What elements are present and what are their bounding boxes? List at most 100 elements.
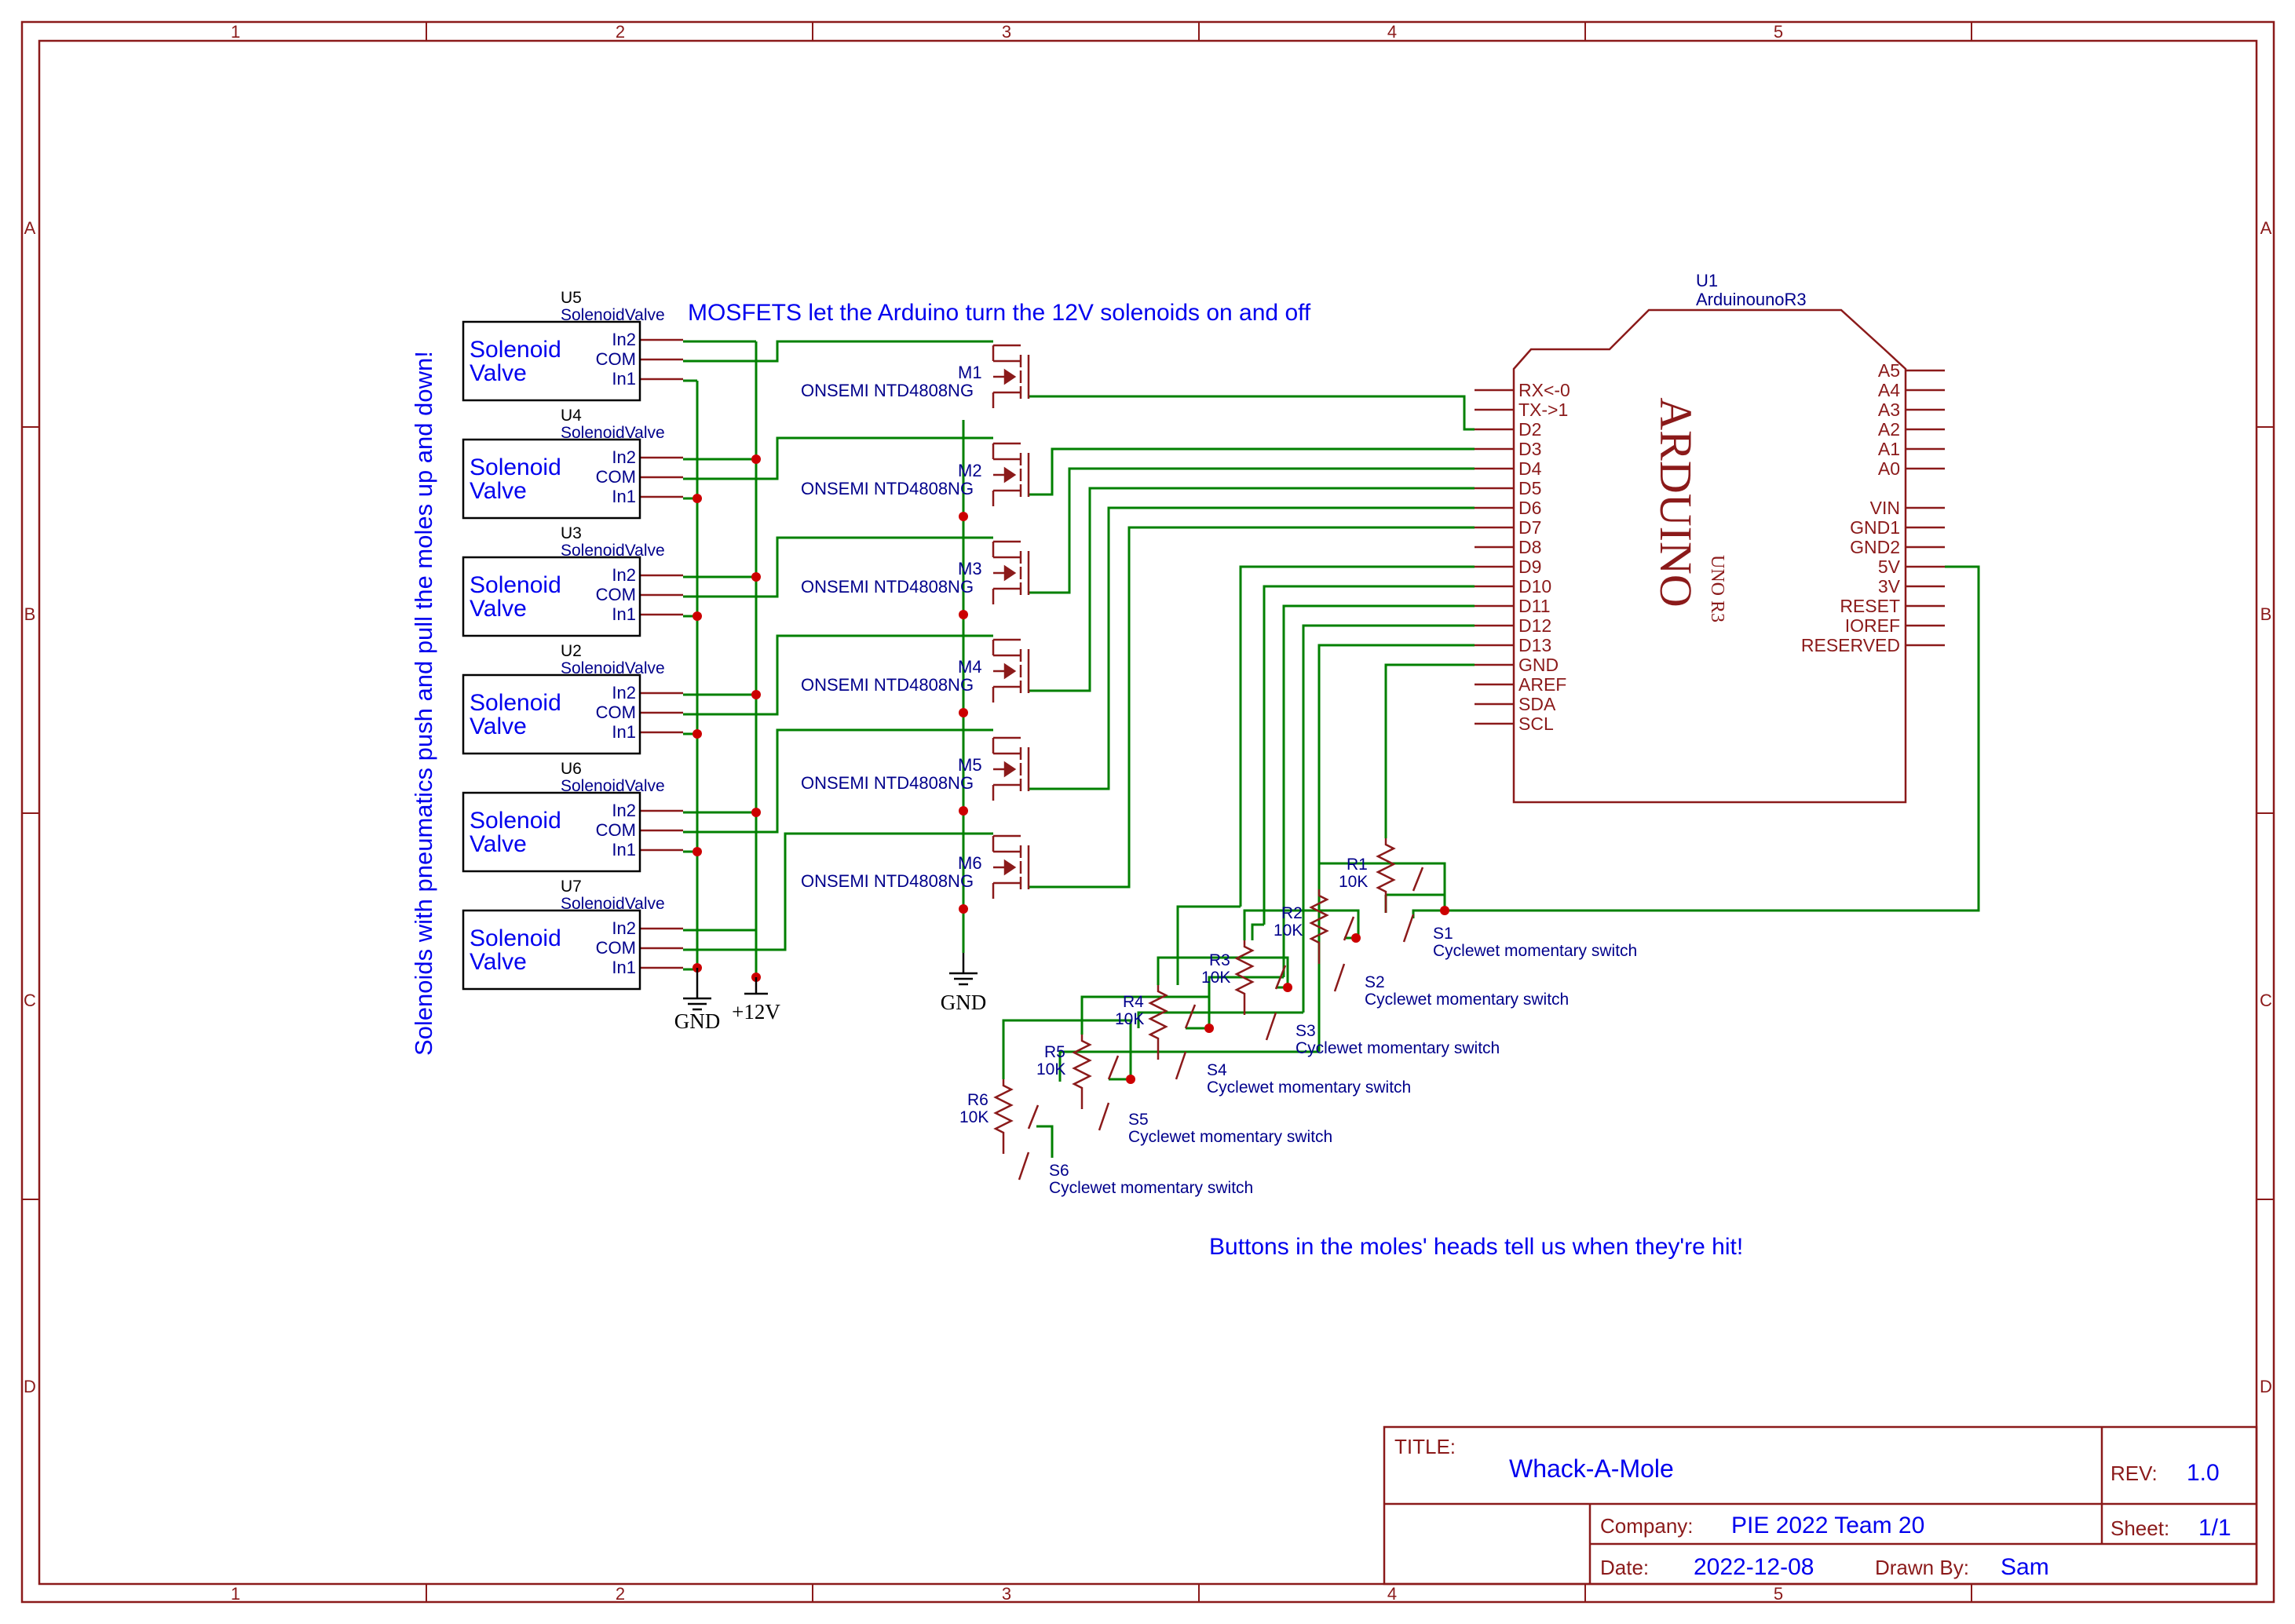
resistor-value: 10K [959,1108,989,1126]
arduino-model: UNO R3 [1707,555,1727,622]
switch-value: Cyclewet momentary switch [1433,942,1637,960]
resistor-symbol [1376,838,1396,913]
wires [683,340,1980,1158]
junction-dot [693,729,702,739]
date-label: Date: [1600,1556,1649,1579]
wire [1302,624,1475,1013]
junction-dot [693,847,702,856]
frame-row-left-B: B [24,604,36,624]
wire [1317,862,1446,895]
switch-value: Cyclewet momentary switch [1049,1179,1253,1197]
wire [1384,663,1475,838]
wire [1263,585,1475,925]
switch-symbol [1098,1055,1120,1131]
frame-row-left-A: A [24,218,36,238]
solenoid-valves: U5SolenoidValveSolenoidValveIn2COMIn1U4S… [462,289,665,991]
frame-row-right-D: D [2260,1377,2272,1396]
junction-dot [693,611,702,621]
solenoid-pin-label: COM [596,467,636,487]
wire [1208,976,1284,997]
solenoid-ref: U7 [561,878,582,896]
junction-dot [751,808,761,817]
mosfet-value: ONSEMI NTD4808NG [801,381,974,400]
arduino-pin-vin: VIN [1870,498,1900,518]
resistor-symbol [1234,940,1255,1015]
solenoid-value: SolenoidValve [561,542,665,560]
wire [1029,506,1475,790]
switch-symbol [1018,1104,1040,1181]
drawn-value: Sam [2001,1554,2049,1580]
title-label: TITLE: [1394,1435,1456,1458]
solenoid-pin-label: In1 [612,369,636,389]
mosfet-value: ONSEMI NTD4808NG [801,479,974,498]
solenoid-body-line2: Valve [470,713,527,739]
rev-label: REV: [2110,1462,2158,1485]
junction-dot [1283,983,1292,992]
note-solenoids: Solenoids with pneumatics push and pull … [410,351,437,1056]
mosfet-symbol [992,344,1030,408]
component-graphics [640,338,1945,1181]
solenoid-value: SolenoidValve [561,424,665,442]
solenoid-pin-label: COM [596,938,636,958]
resistor-value: 10K [1115,1010,1144,1028]
solenoid-pin-label: COM [596,585,636,604]
wire [1251,923,1264,940]
wire [1386,565,1980,912]
solenoid-body [462,438,641,520]
wire [1029,526,1475,889]
arduino-pin-d10: D10 [1518,576,1551,597]
wire [1317,644,1475,1052]
sheet-frame [20,20,2275,1604]
mosfet-value: ONSEMI NTD4808NG [801,675,974,695]
solenoid-pin-label: COM [596,820,636,840]
solenoid-value: SolenoidValve [561,895,665,913]
frame-row-right-A: A [2260,218,2272,238]
arduino-value: ArduinounoR3 [1696,290,1807,309]
arduino-uno: U1 ArduinounoR3 ARDUINO UNO R3 RX<-0TX->… [1512,271,1907,804]
switch-value: Cyclewet momentary switch [1365,991,1569,1009]
switch-ref: S5 [1128,1111,1149,1129]
arduino-pin-d8: D8 [1518,537,1541,557]
mosfet-arrow [1003,859,1017,876]
solenoid-ref: U5 [561,289,582,307]
solenoid-body-line1: Solenoid [470,925,561,951]
switch-ref: S2 [1365,973,1385,991]
arduino-pin-a5: A5 [1878,360,1900,381]
mosfet-ref: M5 [958,755,982,775]
solenoid-body [462,909,641,991]
solenoid-body [462,556,641,637]
switch-symbol [1175,1004,1197,1080]
v12-label: +12V [732,1000,780,1024]
frame-row-left-C: C [24,991,36,1010]
mosfet-value: ONSEMI NTD4808NG [801,773,974,793]
arduino-ref: U1 [1696,271,1718,290]
arduino-pin-d13: D13 [1518,635,1551,655]
resistor-value: 10K [1339,873,1368,891]
frame-col-top-5: 5 [1774,22,1783,42]
arduino-pin-d12: D12 [1518,615,1551,636]
note-mosfets: MOSFETS let the Arduino turn the 12V sol… [688,300,1311,326]
junction-dot [693,494,702,503]
arduino-pin-ioref: IOREF [1845,615,1900,636]
solenoid-body-line2: Valve [470,831,527,857]
mosfet-ref: M1 [958,363,982,382]
solenoid-pin-label: In2 [612,801,636,820]
resistor-symbol [1309,889,1329,964]
resistor-switch-labels: R110KR210KR310KR410KR510KR610KS1Cyclewet… [959,856,1637,1197]
note-buttons: Buttons in the moles' heads tell us when… [1209,1234,1743,1260]
arduino-pin-sda: SDA [1518,694,1556,714]
resistor-ref: R5 [1044,1043,1065,1061]
junction-dot [1126,1075,1135,1084]
switch-ref: S6 [1049,1162,1069,1180]
arduino-pin-reset: RESET [1840,596,1900,616]
resistor-ref: R3 [1209,951,1230,969]
solenoid-body [462,320,641,402]
